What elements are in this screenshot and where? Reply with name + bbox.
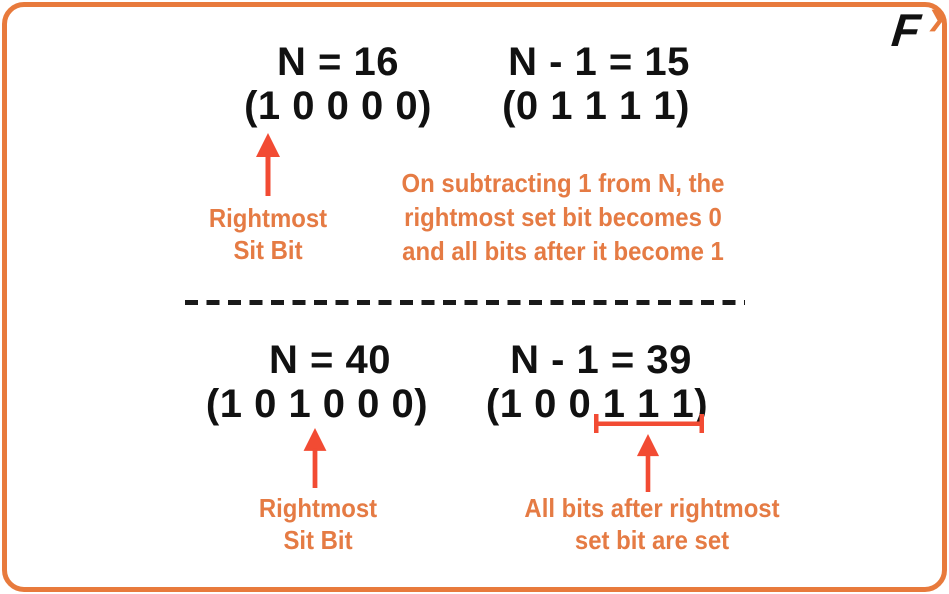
example1-n-minus-1-binary: (0 1 1 1 1) <box>502 84 690 128</box>
dashed-divider <box>185 300 745 305</box>
example1-n-minus-1-title: N - 1 = 15 <box>508 40 690 84</box>
note-line: and all bits after it become 1 <box>402 236 724 266</box>
example2-n-title: N = 40 <box>269 338 391 382</box>
up-arrow-icon <box>636 434 660 492</box>
logo-chevron-icon: ❯ <box>926 8 947 31</box>
label-line: Sit Bit <box>233 235 303 265</box>
example1-n-title: N = 16 <box>277 40 399 84</box>
up-arrow-icon <box>303 428 327 488</box>
label-line: Sit Bit <box>283 525 353 555</box>
label-line: Rightmost <box>258 493 378 523</box>
example2-n-binary: (1 0 1 0 0 0) <box>205 382 429 426</box>
label-line: set bit are set <box>574 525 730 555</box>
example1-rightmost-set-bit-label: Rightmost Sit Bit <box>209 202 327 266</box>
label-line: All bits after rightmost <box>524 493 780 523</box>
example2-all-bits-set-label: All bits after rightmost set bit are set <box>524 492 779 556</box>
example2-n-minus-1-title: N - 1 = 39 <box>510 338 692 382</box>
explanation-note: On subtracting 1 from N, the rightmost s… <box>402 166 725 268</box>
example1-n-binary: (1 0 0 0 0) <box>244 84 432 128</box>
set-bits-range-bracket <box>594 414 704 433</box>
note-line: On subtracting 1 from N, the <box>401 168 725 198</box>
up-arrow-icon <box>256 133 280 196</box>
logo-letter: F <box>889 4 923 56</box>
example2-rightmost-set-bit-label: Rightmost Sit Bit <box>259 492 377 556</box>
label-line: Rightmost <box>208 203 328 233</box>
brand-logo: F ❯ <box>889 4 947 56</box>
note-line: rightmost set bit becomes 0 <box>404 202 722 232</box>
